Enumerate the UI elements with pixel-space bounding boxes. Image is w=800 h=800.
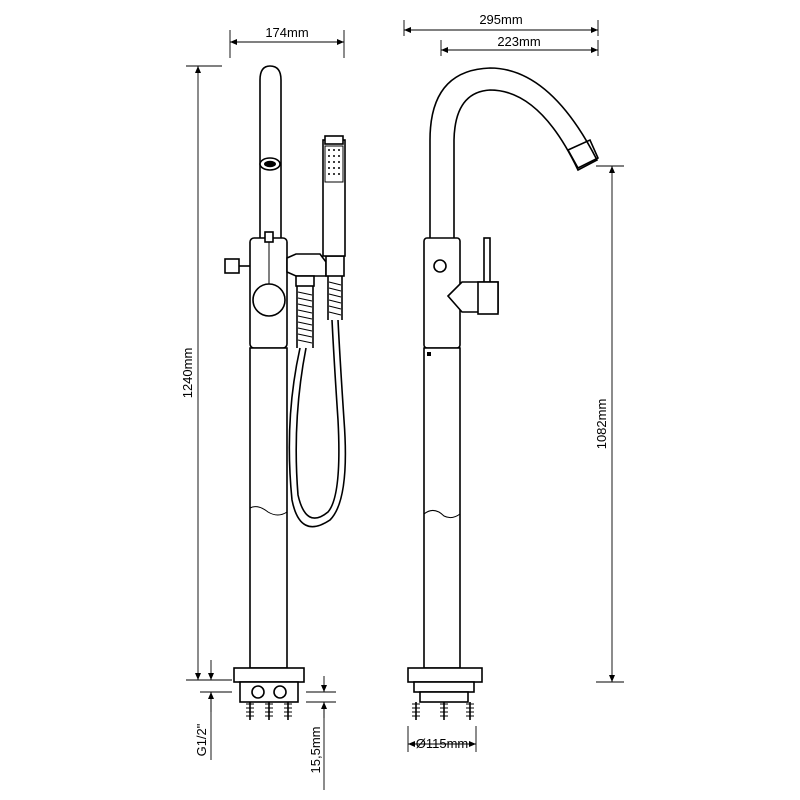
side-floor-flange bbox=[407, 667, 483, 720]
front-view bbox=[224, 65, 347, 720]
dimension-295mm: 295mm bbox=[403, 12, 599, 36]
label-1082mm: 1082mm bbox=[594, 399, 609, 450]
label-223mm: 223mm bbox=[497, 34, 540, 49]
front-hand-shower bbox=[322, 135, 346, 257]
hand-shower-nozzles bbox=[328, 149, 340, 175]
side-diverter-hole bbox=[433, 259, 447, 273]
dimension-1240mm: 1240mm bbox=[180, 65, 222, 681]
front-lower-column bbox=[249, 347, 288, 669]
front-shower-rose bbox=[259, 157, 281, 171]
label-1240mm: 1240mm bbox=[180, 348, 195, 399]
side-lever-handle bbox=[446, 237, 499, 315]
dimension-223mm: 223mm bbox=[440, 34, 599, 56]
side-lower-column bbox=[423, 347, 461, 669]
front-hose-connector bbox=[286, 253, 345, 287]
dimension-174mm: 174mm bbox=[229, 25, 345, 58]
side-view bbox=[407, 67, 600, 720]
side-gooseneck-spout bbox=[429, 67, 599, 241]
label-295mm: 295mm bbox=[479, 12, 522, 27]
dimension-thread-g12: G1/2" bbox=[194, 660, 232, 760]
dimension-1082mm: 1082mm bbox=[594, 165, 624, 683]
label-thread: G1/2" bbox=[194, 723, 209, 756]
label-15-5mm: 15,5mm bbox=[308, 727, 323, 774]
front-shower-hose bbox=[288, 276, 347, 528]
front-riser-tube bbox=[259, 65, 282, 245]
dimension-115mm: Ø115mm bbox=[407, 726, 477, 752]
dimension-15-5mm: 15,5mm bbox=[306, 676, 336, 790]
label-115mm: Ø115mm bbox=[416, 736, 469, 751]
front-lever-handle bbox=[252, 231, 286, 317]
label-174mm: 174mm bbox=[265, 25, 308, 40]
front-floor-flange bbox=[233, 667, 305, 720]
front-diverter-knob bbox=[224, 258, 250, 274]
front-mounting-bolts bbox=[246, 702, 292, 720]
